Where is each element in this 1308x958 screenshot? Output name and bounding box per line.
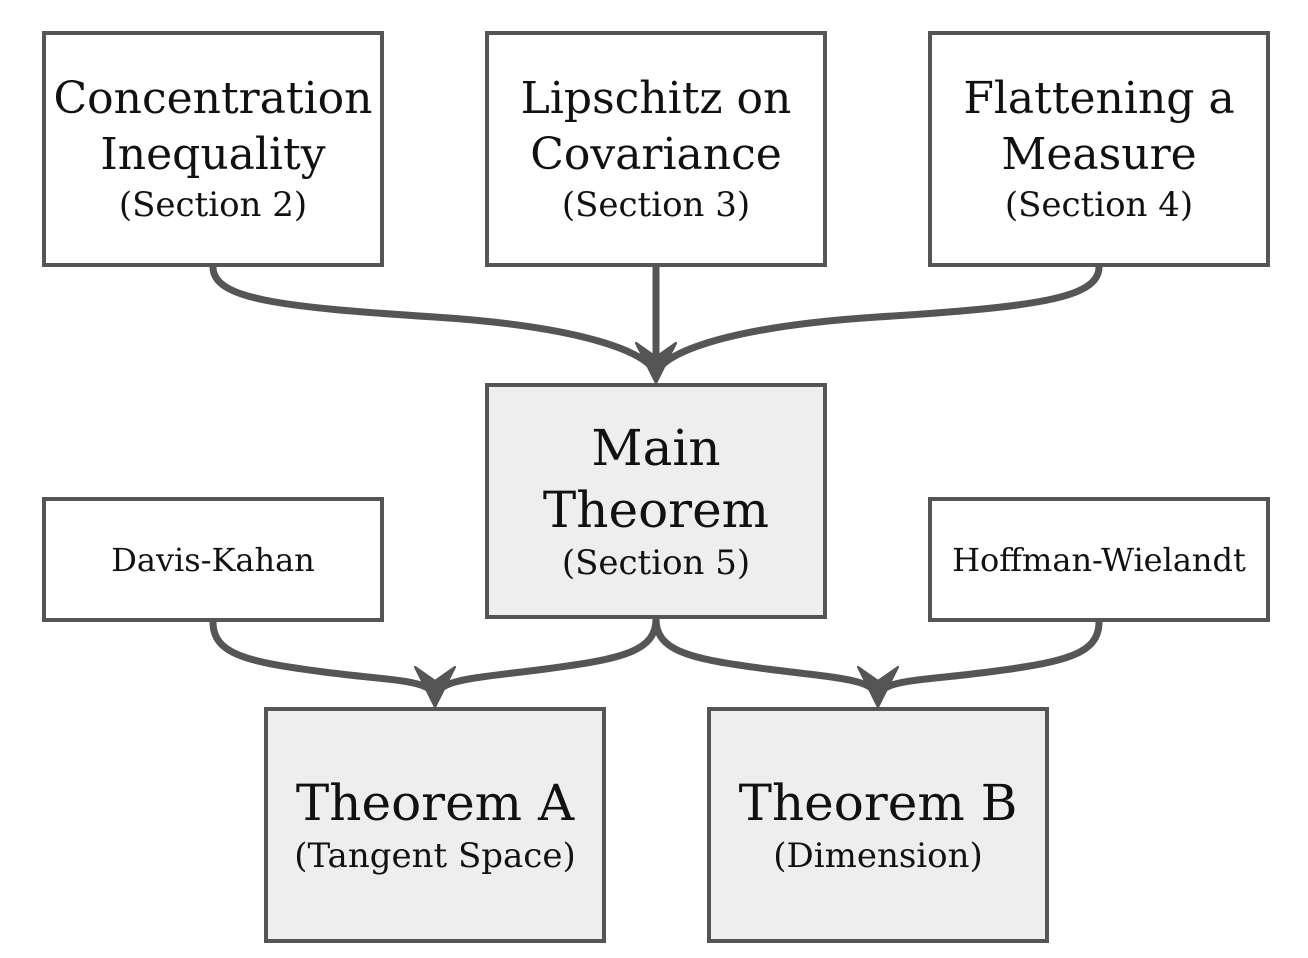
node-theorem-a: Theorem A (Tangent Space) [264, 707, 606, 943]
node-main-theorem: Main Theorem (Section 5) [485, 383, 827, 619]
edge-davis_kahan-to-theorem_a [209, 618, 456, 708]
edge-line [209, 263, 660, 381]
edge-concentration-to-main [209, 263, 677, 384]
arrowhead [857, 666, 899, 708]
node-title: Theorem B [738, 774, 1018, 832]
node-subtitle: (Section 5) [561, 543, 751, 583]
node-hoffman-wielandt: Hoffman-Wielandt [928, 497, 1270, 622]
node-lipschitz-on-covariance: Lipschitz on Covariance (Section 3) [485, 31, 827, 267]
node-subtitle: (Section 3) [561, 185, 751, 225]
node-subtitle: (Section 4) [1004, 185, 1194, 225]
edge-line [652, 263, 1103, 381]
node-subtitle: (Section 2) [118, 185, 308, 225]
node-title: Theorem A [295, 774, 575, 832]
node-concentration-inequality: Concentration Inequality (Section 2) [42, 31, 384, 267]
node-title: Hoffman-Wielandt [952, 540, 1246, 579]
edge-main-to-theorem_a [414, 615, 660, 708]
edge-line [652, 615, 882, 705]
node-subtitle: (Dimension) [773, 836, 983, 876]
arrowhead [414, 666, 456, 708]
node-subtitle: (Tangent Space) [294, 836, 576, 876]
node-theorem-b: Theorem B (Dimension) [707, 707, 1049, 943]
edge-hoffman-to-theorem_b [857, 618, 1103, 708]
node-title: Davis-Kahan [111, 540, 315, 579]
node-davis-kahan: Davis-Kahan [42, 497, 384, 622]
arrowhead [635, 342, 677, 384]
edge-line [431, 615, 660, 705]
edge-flattening-to-main [635, 263, 1103, 384]
edge-line [209, 618, 439, 705]
edge-main-to-theorem_b [652, 615, 899, 708]
node-flattening-a-measure: Flattening a Measure (Section 4) [928, 31, 1270, 267]
edge-line [874, 618, 1103, 705]
node-title: Flattening a Measure [963, 73, 1235, 180]
node-title: Lipschitz on Covariance [520, 73, 792, 180]
node-title: Concentration Inequality [53, 73, 373, 180]
node-title: Main Theorem [542, 419, 770, 539]
